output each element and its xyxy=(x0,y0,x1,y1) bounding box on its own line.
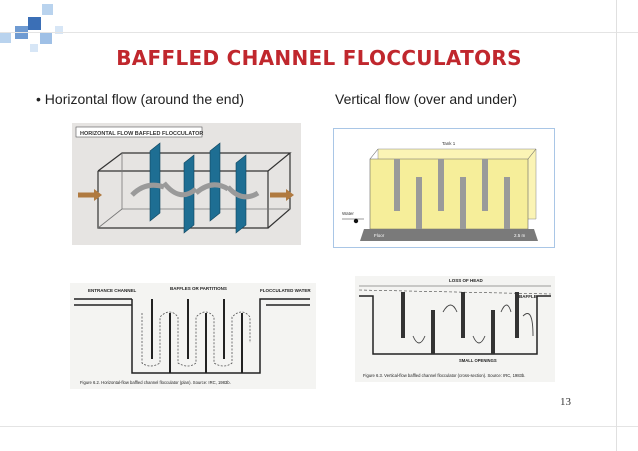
page-number: 13 xyxy=(560,396,571,408)
top-rule xyxy=(0,32,638,33)
vertical-flocculator-section-figure: LOSS OF HEAD BAFFLE SMALL OPENINGS Figur… xyxy=(355,276,555,382)
svg-text:LOSS OF HEAD: LOSS OF HEAD xyxy=(449,278,484,283)
horizontal-flocculator-3d-figure: HORIZONTAL FLOW BAFFLED FLOCCULATOR xyxy=(72,123,301,245)
fig4-caption: Figure 6.3. Vertical-flow baffled channe… xyxy=(363,373,525,378)
fig1-label: HORIZONTAL FLOW BAFFLED FLOCCULATOR xyxy=(80,131,203,137)
vertical-flocculator-3d-figure: Floor 2.5 m Tank 1 Water xyxy=(333,128,555,248)
svg-text:BAFFLES OR PARTITIONS: BAFFLES OR PARTITIONS xyxy=(170,286,227,291)
bullet-vertical-flow: Vertical flow (over and under) xyxy=(335,91,518,107)
right-rule xyxy=(616,0,617,451)
svg-text:2.5 m: 2.5 m xyxy=(514,233,526,238)
svg-text:SMALL OPENINGS: SMALL OPENINGS xyxy=(459,358,497,363)
bottom-rule xyxy=(0,426,638,427)
slide-title: BAFFLED CHANNEL FLOCCULATORS xyxy=(116,46,522,70)
svg-text:FLOCCULATED WATER: FLOCCULATED WATER xyxy=(260,288,311,293)
svg-text:Floor: Floor xyxy=(374,233,385,238)
bullet-horizontal-flow: • Horizontal flow (around the end) xyxy=(36,91,245,107)
svg-text:ENTRANCE CHANNEL: ENTRANCE CHANNEL xyxy=(88,288,137,293)
svg-text:Tank 1: Tank 1 xyxy=(442,141,456,146)
svg-text:BAFFLE: BAFFLE xyxy=(519,294,537,299)
fig3-caption: Figure 6.2. Horizontal-flow baffled chan… xyxy=(80,380,231,385)
corner-decoration xyxy=(0,0,100,60)
horizontal-flocculator-plan-figure: ENTRANCE CHANNEL BAFFLES OR PARTITIONS F… xyxy=(70,283,316,389)
svg-text:Water: Water xyxy=(342,211,354,216)
